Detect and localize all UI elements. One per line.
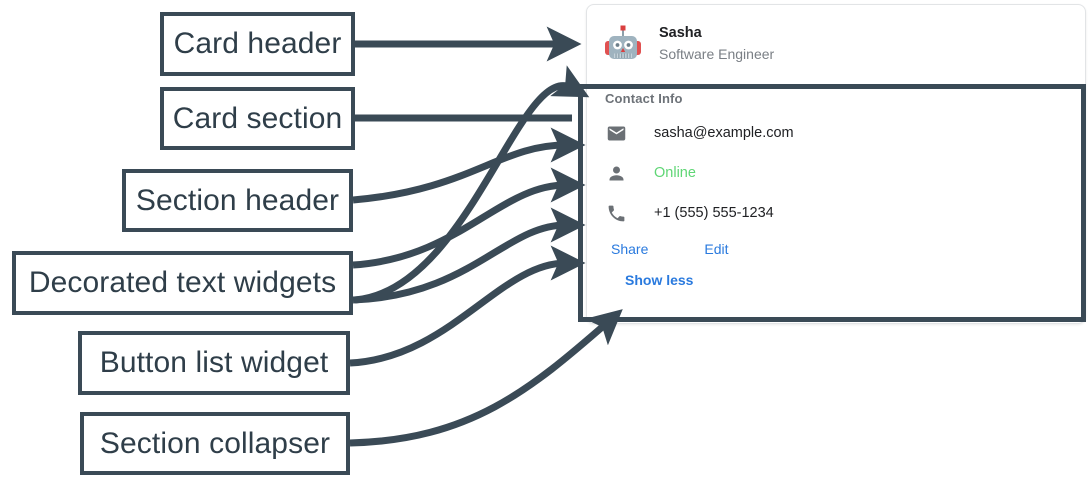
decorated-text-widget-email: sasha@example.com <box>605 113 1085 153</box>
person-icon <box>605 162 627 184</box>
card-header: Sasha Software Engineer <box>587 5 1085 71</box>
callout-button-list-widget-label: Button list widget <box>99 346 329 379</box>
callout-section-collapser: Section collapser <box>80 412 350 475</box>
arrow-section-header <box>352 127 586 204</box>
callout-card-header: Card header <box>160 12 355 76</box>
contact-card: Sasha Software Engineer Contact Info sas… <box>586 4 1086 324</box>
arrow-decorated-text-1 <box>352 167 586 269</box>
arrow-card-section-curve <box>354 65 590 304</box>
section-header: Contact Info <box>605 91 683 106</box>
decorated-text-widget-phone: +1 (555) 555-1234 <box>605 193 1085 233</box>
card-header-text: Sasha Software Engineer <box>659 23 774 66</box>
decorated-text-widget-status: Online <box>605 153 1085 193</box>
button-list-widget: Share Edit <box>601 233 1085 265</box>
callout-section-collapser-label: Section collapser <box>99 426 331 460</box>
phone-value: +1 (555) 555-1234 <box>654 205 774 221</box>
callout-card-section: Card section <box>160 87 355 150</box>
card-header-subtitle: Software Engineer <box>659 45 775 62</box>
callout-decorated-text-widgets-label: Decorated text widgets <box>28 266 337 299</box>
card-header-title: Sasha <box>659 24 702 41</box>
arrow-button-list <box>349 245 586 367</box>
mail-icon <box>605 122 627 144</box>
share-button[interactable]: Share <box>611 241 649 257</box>
callout-card-header-label: Card header <box>173 27 342 60</box>
callout-decorated-text-widgets: Decorated text widgets <box>12 251 353 315</box>
show-less-button[interactable]: Show less <box>625 272 694 288</box>
edit-button[interactable]: Edit <box>704 241 729 257</box>
callout-section-header-label: Section header <box>135 183 340 217</box>
arrow-decorated-text-2 <box>352 207 586 304</box>
email-value: sasha@example.com <box>654 125 794 141</box>
phone-icon <box>605 202 627 224</box>
callout-card-section-label: Card section <box>172 101 343 135</box>
status-value: Online <box>654 165 696 181</box>
robot-avatar-icon <box>601 22 645 66</box>
callout-section-header: Section header <box>122 169 353 232</box>
callout-button-list-widget: Button list widget <box>78 331 350 395</box>
arrow-section-collapser <box>349 309 623 447</box>
card-section: Contact Info sasha@example.com Online <box>587 71 1085 295</box>
section-collapser: Show less <box>619 265 1085 295</box>
